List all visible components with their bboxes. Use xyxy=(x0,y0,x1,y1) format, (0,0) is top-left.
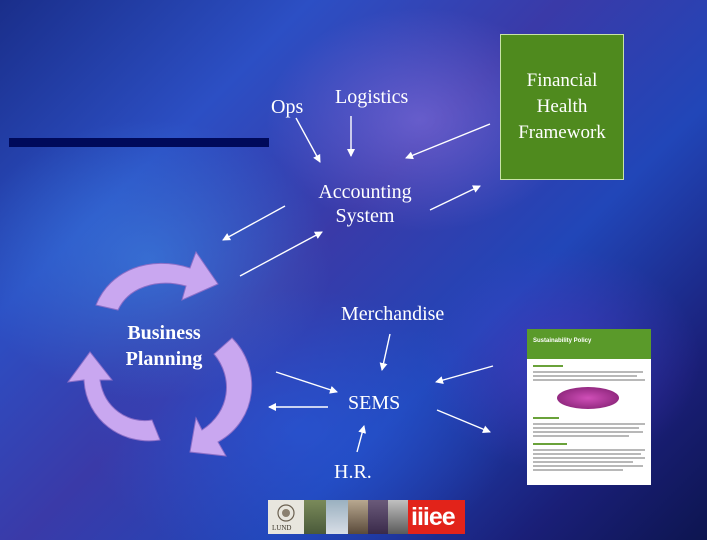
arrow-document-to-sems xyxy=(435,365,494,384)
label-merchandise: Merchandise xyxy=(341,303,445,325)
document-diagram-oval xyxy=(557,387,619,409)
arrow-accounting-to-financial xyxy=(429,185,481,211)
photo-tile-4 xyxy=(368,500,388,534)
logo-strip: LUND iiiee xyxy=(268,500,465,534)
accounting-line-1: Accounting xyxy=(318,181,412,203)
accounting-line-2: System xyxy=(335,205,395,227)
arrow-hr-to-sems xyxy=(356,425,367,453)
label-sems: SEMS xyxy=(348,392,401,414)
business-line-1: Business xyxy=(127,322,201,344)
photo-tile-5 xyxy=(388,500,408,534)
arrow-business-to-accounting xyxy=(239,231,323,277)
arrow-ops-to-accounting xyxy=(295,117,321,163)
financial-line-2: Health xyxy=(536,96,588,117)
sustainability-policy-document: Sustainability Policy xyxy=(527,329,651,485)
label-accounting-system: Accounting System xyxy=(300,180,430,228)
financial-health-framework-box: Financial Health Framework xyxy=(500,34,624,180)
arrow-sems-to-document xyxy=(436,409,491,434)
arrow-accounting-to-business xyxy=(222,205,286,241)
business-line-2: Planning xyxy=(125,348,203,370)
document-title: Sustainability Policy xyxy=(533,338,592,344)
arrow-business-to-sems xyxy=(275,371,338,394)
lund-university-logo: LUND xyxy=(268,500,304,534)
financial-line-1: Financial xyxy=(526,70,598,91)
document-header: Sustainability Policy xyxy=(527,329,651,359)
iiiee-logo: iiiee xyxy=(408,500,465,534)
arrow-financial-to-accounting xyxy=(405,123,491,160)
label-hr: H.R. xyxy=(334,461,372,483)
photo-tile-1 xyxy=(304,500,326,534)
financial-line-3: Framework xyxy=(518,122,606,143)
cycle-arrow-top xyxy=(95,250,219,311)
label-ops: Ops xyxy=(271,96,304,118)
lund-logo-text: LUND xyxy=(272,524,292,532)
label-business-planning: Business Planning xyxy=(104,320,224,372)
photo-tile-3 xyxy=(348,500,368,534)
cycle-arrow-left xyxy=(66,351,161,442)
arrow-merchandise-to-sems xyxy=(379,333,391,371)
label-logistics: Logistics xyxy=(335,86,409,108)
photo-tile-2 xyxy=(326,500,348,534)
cycle-arrow-right xyxy=(189,337,253,457)
title-bar-accent xyxy=(9,138,269,147)
iiiee-logo-text: iiiee xyxy=(411,503,456,531)
